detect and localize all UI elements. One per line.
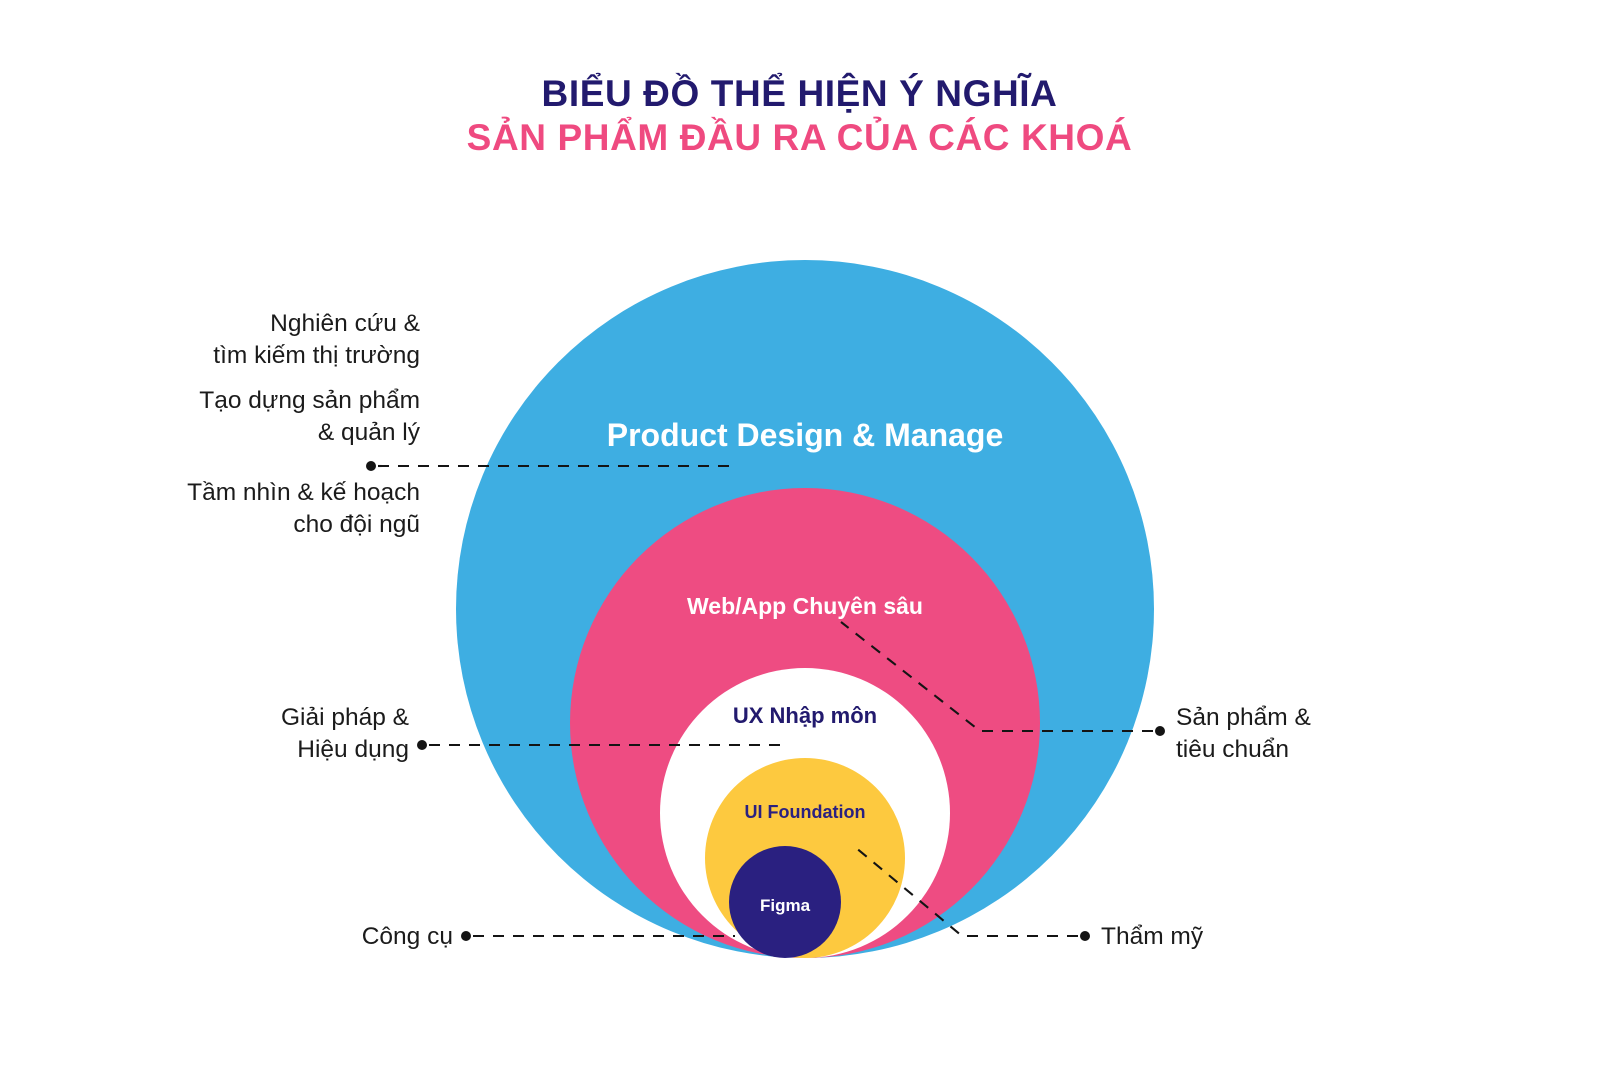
circle-label-web-app-chuyen-sau: Web/App Chuyên sâu — [687, 593, 923, 619]
annotation-giai-phap: Giải pháp & Hiệu dụng — [280, 704, 409, 764]
circle-label-product-design-manage: Product Design & Manage — [606, 417, 1004, 453]
annotation-tam-nhin: Tầm nhìn & kế hoạch cho đội ngũ — [187, 479, 420, 539]
annotation-tao-dung: Tạo dựng sản phẩm & quản lý — [199, 387, 420, 447]
annotation-cong-cu: Công cụ — [361, 923, 453, 950]
title-line-1: BIỂU ĐỒ THỂ HIỆN Ý NGHĨA — [541, 73, 1058, 114]
annotation-san-pham: Sản phẩm & tiêu chuẩn — [1176, 704, 1311, 764]
circle-label-ui-foundation: UI Foundation — [744, 802, 866, 822]
circle-figma[interactable]: Figma — [729, 846, 841, 958]
annotation-tham-my: Thẩm mỹ — [1101, 923, 1204, 950]
title-line-2: SẢN PHẨM ĐẦU RA CỦA CÁC KHOÁ — [466, 116, 1133, 158]
annotation-nghien-cuu: Nghiên cứu & tìm kiếm thị trường — [213, 310, 420, 370]
circle-label-figma: Figma — [759, 896, 811, 915]
page-title: BIỂU ĐỒ THỂ HIỆN Ý NGHĨA SẢN PHẨM ĐẦU RA… — [0, 72, 1599, 159]
